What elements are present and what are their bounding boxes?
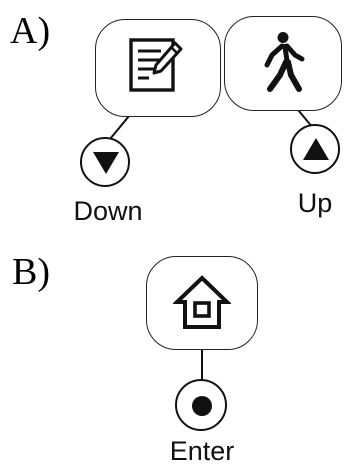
up-button[interactable] — [290, 124, 340, 174]
down-button[interactable] — [80, 137, 130, 187]
walking-person-icon — [261, 31, 307, 95]
panel-b-label: B) — [12, 253, 50, 291]
home-icon — [173, 274, 231, 332]
home-key[interactable] — [146, 256, 258, 350]
enter-label: Enter — [152, 438, 252, 465]
walk-key[interactable] — [224, 16, 342, 111]
triangle-up-icon — [301, 136, 331, 162]
enter-dot-icon — [190, 394, 214, 418]
panel-a-label: A) — [10, 12, 50, 50]
triangle-down-icon — [91, 150, 121, 176]
notes-key[interactable] — [95, 19, 221, 117]
enter-button[interactable] — [175, 379, 227, 431]
down-label: Down — [63, 198, 153, 225]
up-label: Up — [290, 190, 340, 217]
notepad-pencil-icon — [123, 34, 187, 98]
